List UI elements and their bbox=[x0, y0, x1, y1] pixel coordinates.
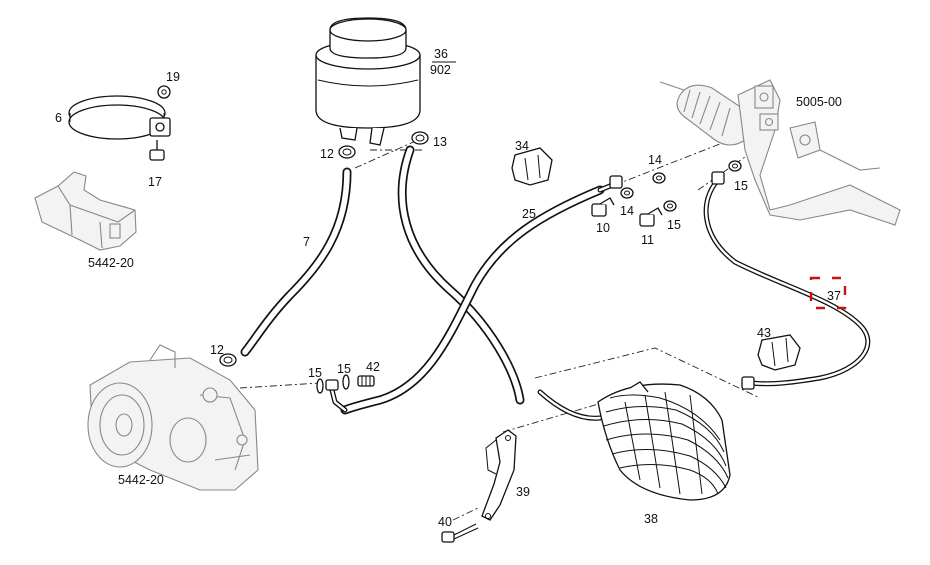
label-36: 36 bbox=[434, 47, 448, 61]
label-43: 43 bbox=[757, 326, 771, 340]
label-11: 11 bbox=[641, 233, 654, 247]
banjo-bolts bbox=[357, 197, 663, 387]
pump-5442-20 bbox=[87, 344, 259, 491]
clamp-6 bbox=[68, 85, 171, 161]
label-15-left: 15 bbox=[308, 366, 322, 380]
part-labels: 36 902 13 12 7 12 6 19 17 5442-20 5442-2… bbox=[55, 47, 847, 529]
assembly-lines bbox=[239, 139, 761, 521]
label-902: 902 bbox=[430, 63, 451, 77]
bracket-39 bbox=[481, 429, 517, 521]
label-12-top: 12 bbox=[320, 147, 334, 161]
label-15-right: 15 bbox=[734, 179, 748, 193]
clip-43 bbox=[757, 334, 801, 371]
label-14-upper: 14 bbox=[648, 153, 662, 167]
pipe-25-fitting bbox=[597, 175, 623, 193]
label-6: 6 bbox=[55, 111, 62, 125]
bolt-40 bbox=[441, 523, 479, 543]
label-19: 19 bbox=[166, 70, 180, 84]
cooler-38 bbox=[537, 381, 731, 501]
label-5442-20-pump: 5442-20 bbox=[118, 473, 164, 487]
label-39: 39 bbox=[516, 485, 530, 499]
hose-clips bbox=[219, 131, 429, 367]
label-40: 40 bbox=[438, 515, 452, 529]
clip-34 bbox=[511, 147, 553, 186]
label-34: 34 bbox=[515, 139, 529, 153]
label-7: 7 bbox=[303, 235, 310, 249]
label-17: 17 bbox=[148, 175, 162, 189]
reservoir-36 bbox=[315, 17, 421, 146]
label-10: 10 bbox=[596, 221, 610, 235]
label-12-pump: 12 bbox=[210, 343, 224, 357]
label-37: 37 bbox=[827, 289, 841, 303]
label-14-lower: 14 bbox=[620, 204, 634, 218]
label-5005-00: 5005-00 bbox=[796, 95, 842, 109]
pipe-pump-fitting bbox=[325, 379, 348, 413]
hose-7 bbox=[240, 167, 352, 357]
bracket-5442-20 bbox=[34, 171, 137, 251]
steering-rack-5005-00 bbox=[659, 79, 901, 226]
label-42: 42 bbox=[366, 360, 380, 374]
label-5442-20-top: 5442-20 bbox=[88, 256, 134, 270]
label-15-lower: 15 bbox=[667, 218, 681, 232]
highlight-box-37 bbox=[809, 276, 847, 310]
label-38: 38 bbox=[644, 512, 658, 526]
seals-15-14 bbox=[316, 160, 742, 394]
hose-return bbox=[397, 145, 525, 405]
pipe-37 bbox=[703, 171, 871, 390]
hose-25 bbox=[340, 185, 605, 415]
label-25: 25 bbox=[522, 207, 536, 221]
label-13: 13 bbox=[433, 135, 447, 149]
label-15-mid: 15 bbox=[337, 362, 351, 376]
